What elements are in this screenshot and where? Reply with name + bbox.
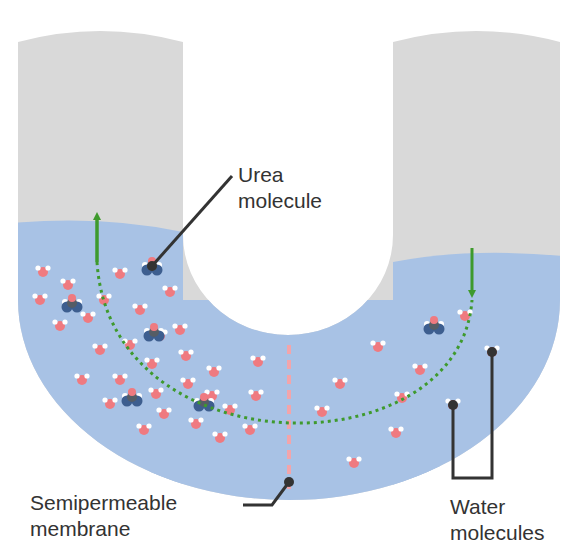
leader-lines [152, 176, 492, 505]
urea-label: Urea molecule [238, 162, 358, 214]
molecules [32, 257, 499, 468]
fall-arrow [471, 248, 474, 294]
flow-path [97, 262, 472, 423]
leader-dots [147, 261, 497, 487]
membrane-label: Semipermeable membrane [30, 490, 230, 542]
solution [0, 220, 581, 560]
rise-arrow [95, 216, 99, 262]
water-label: Water molecules [450, 494, 570, 546]
membrane-line [287, 345, 291, 495]
